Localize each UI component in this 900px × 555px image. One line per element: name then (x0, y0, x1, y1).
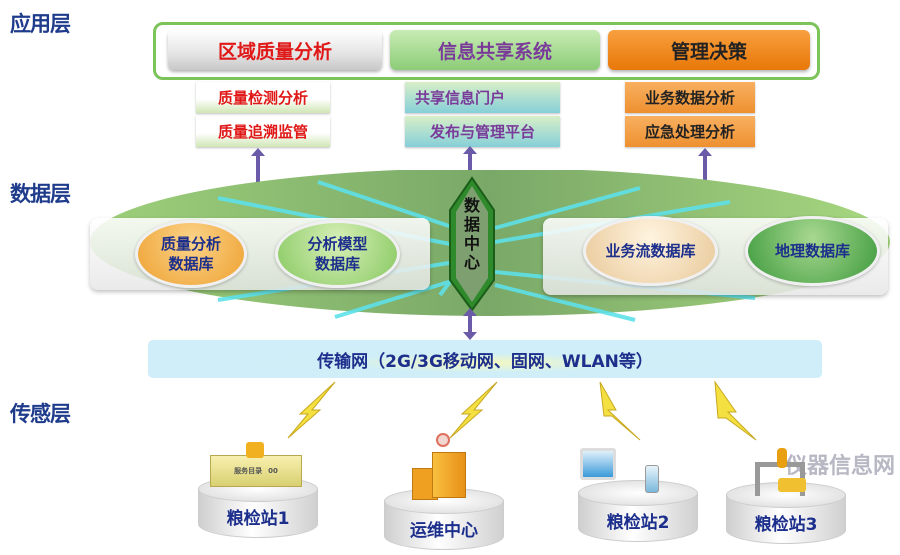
db-quality-analysis[interactable]: 质量分析 数据库 (135, 220, 247, 288)
service-catalog-number: 00 (268, 467, 278, 475)
module-share-portal[interactable]: 共享信息门户 (405, 82, 560, 113)
lightning-icon (287, 381, 336, 439)
app-button-info-share[interactable]: 信息共享系统 (390, 30, 600, 70)
service-catalog-text: 服务目录 (234, 467, 263, 475)
data-center-label: 数据中心 (463, 196, 480, 272)
binder-clip-icon (246, 442, 264, 458)
layer-label-app: 应用层 (10, 12, 71, 36)
db-business-flow[interactable]: 业务流数据库 (583, 216, 718, 286)
module-publish-platform[interactable]: 发布与管理平台 (405, 116, 560, 147)
computer-icon (580, 448, 616, 480)
module-quality-trace[interactable]: 质量追溯监管 (196, 116, 330, 147)
layer-label-data: 数据层 (10, 182, 71, 206)
site-grain-station-2[interactable]: 粮检站2 (578, 480, 698, 542)
site-label: 粮检站3 (754, 515, 818, 535)
building-icon (432, 452, 466, 498)
lightning-icons (287, 380, 757, 441)
app-button-management[interactable]: 管理决策 (608, 30, 810, 70)
lightning-icon (714, 380, 757, 441)
service-catalog-icon: 服务目录 00 (210, 455, 302, 487)
pda-icon (645, 465, 659, 493)
db-geographic[interactable]: 地理数据库 (745, 216, 880, 286)
db-analysis-model[interactable]: 分析模型 数据库 (275, 220, 400, 288)
module-business-analysis[interactable]: 业务数据分析 (625, 82, 755, 113)
transmission-network-bar: 传输网（2G/3G移动网、固网、WLAN等） (148, 340, 822, 378)
lightning-icon (599, 381, 641, 441)
car-icon (778, 478, 806, 492)
arrow-bidirectional (463, 308, 477, 340)
site-label: 运维中心 (410, 521, 478, 541)
module-quality-detection[interactable]: 质量检测分析 (196, 82, 330, 113)
site-label: 粮检站2 (606, 513, 670, 533)
antenna-icon (436, 433, 450, 447)
lightning-icon (449, 381, 498, 439)
wrench-icon (777, 448, 787, 468)
layer-label-sensor: 传感层 (10, 402, 71, 426)
site-label: 粮检站1 (226, 509, 290, 529)
app-button-regional-quality[interactable]: 区域质量分析 (168, 30, 382, 70)
module-emergency-analysis[interactable]: 应急处理分析 (625, 116, 755, 147)
